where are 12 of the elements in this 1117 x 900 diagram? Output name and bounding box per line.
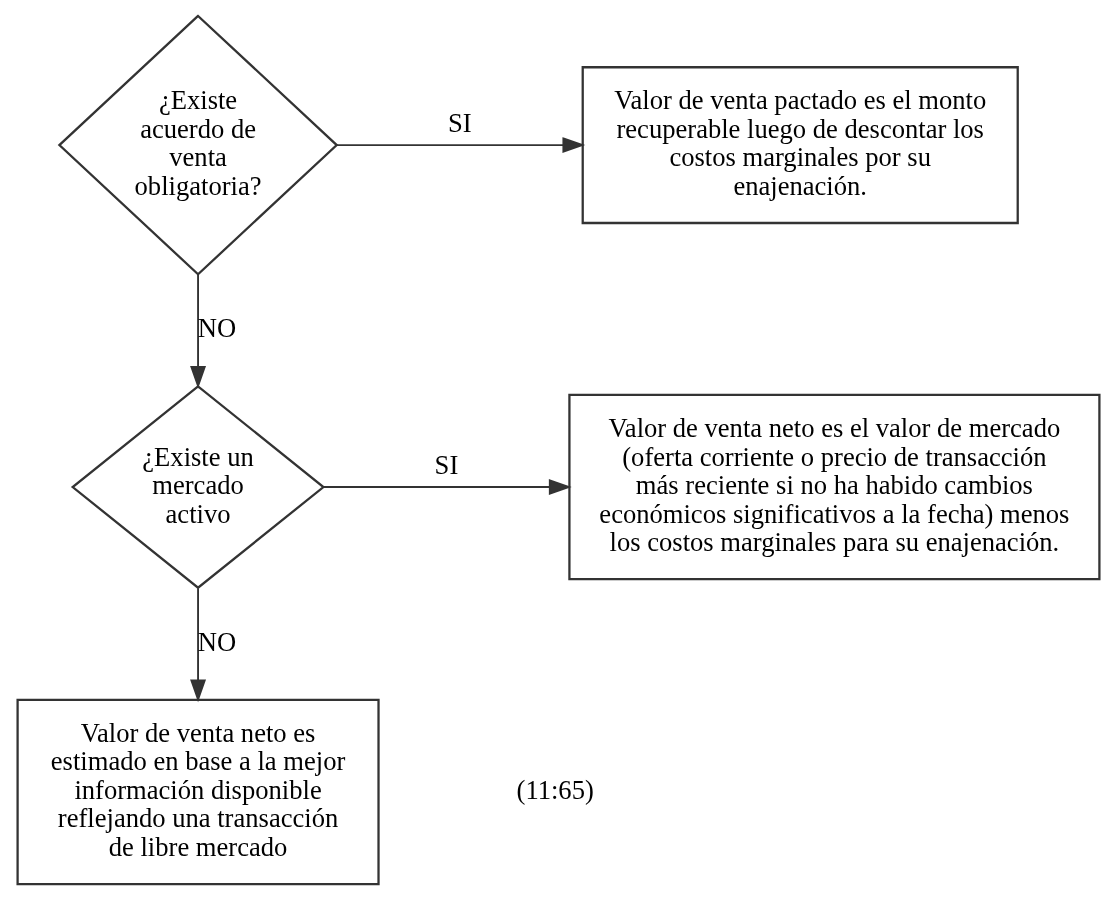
node-box: Valor de venta neto es el valor de mercado (oferta corriente o precio de transacción más reciente si no ha habido cambios económicos significativos a la fecha) menos los costos marginales para su enajenación. <box>568 393 1101 581</box>
arrow <box>336 137 586 154</box>
node-box: Valor de venta pactado es el monto recuperable luego de descontar los costos marginales por su enajenación. <box>581 66 1019 225</box>
arrow <box>190 587 207 703</box>
node-box: Valor de venta neto es estimado en base a la mejor información disponible reflejando una transacción de libre mercado <box>16 698 380 886</box>
edge-label: SI <box>434 450 459 481</box>
node-diamond: ¿Existe un mercado activo <box>70 384 326 590</box>
label: (11:65) <box>516 774 594 805</box>
arrow <box>322 479 572 496</box>
arrow <box>190 273 207 389</box>
node-diamond: ¿Existe acuerdo de venta obligatoria? <box>57 14 339 276</box>
edge-label: SI <box>447 108 472 139</box>
